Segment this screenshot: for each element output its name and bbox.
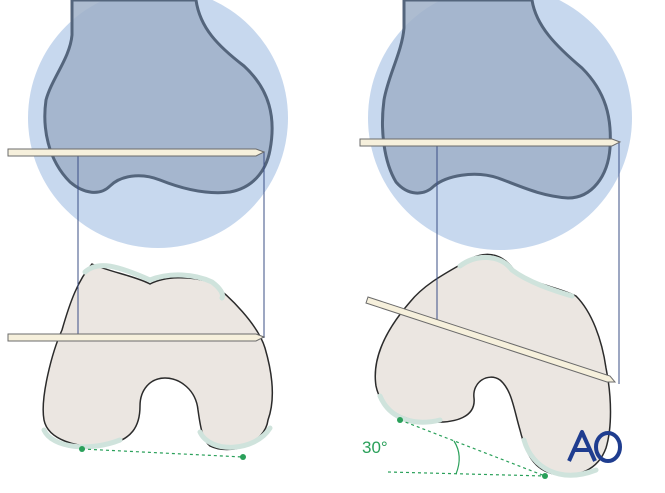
- right-angle-arc: [453, 440, 460, 475]
- right-horizontal-reference-line: [387, 471, 546, 477]
- angle-label: 30°: [362, 438, 388, 457]
- ao-logo: [567, 430, 622, 463]
- left-panel: [7, 0, 288, 460]
- right-femur-distal-end: [381, 0, 612, 200]
- left-cartilage-bottom: [41, 425, 273, 450]
- right-condyle-point-lateral: [542, 473, 548, 479]
- right-condyle-point-medial: [397, 417, 403, 423]
- left-lower-pin: [7, 333, 266, 342]
- left-cartilage-top: [82, 263, 225, 301]
- left-posterior-condylar-line: [81, 448, 244, 458]
- left-condyle-point-medial: [79, 446, 85, 452]
- right-upper-pin: [359, 138, 622, 147]
- left-upper-pin: [7, 148, 266, 157]
- left-condyle-point-lateral: [240, 454, 246, 460]
- left-femur-distal-end: [43, 0, 274, 195]
- right-oblique-pin: [365, 296, 617, 383]
- right-cartilage-top: [457, 255, 575, 299]
- right-posterior-condylar-line: [399, 419, 546, 477]
- right-panel: [359, 0, 632, 479]
- right-cartilage-bottom: [377, 393, 599, 478]
